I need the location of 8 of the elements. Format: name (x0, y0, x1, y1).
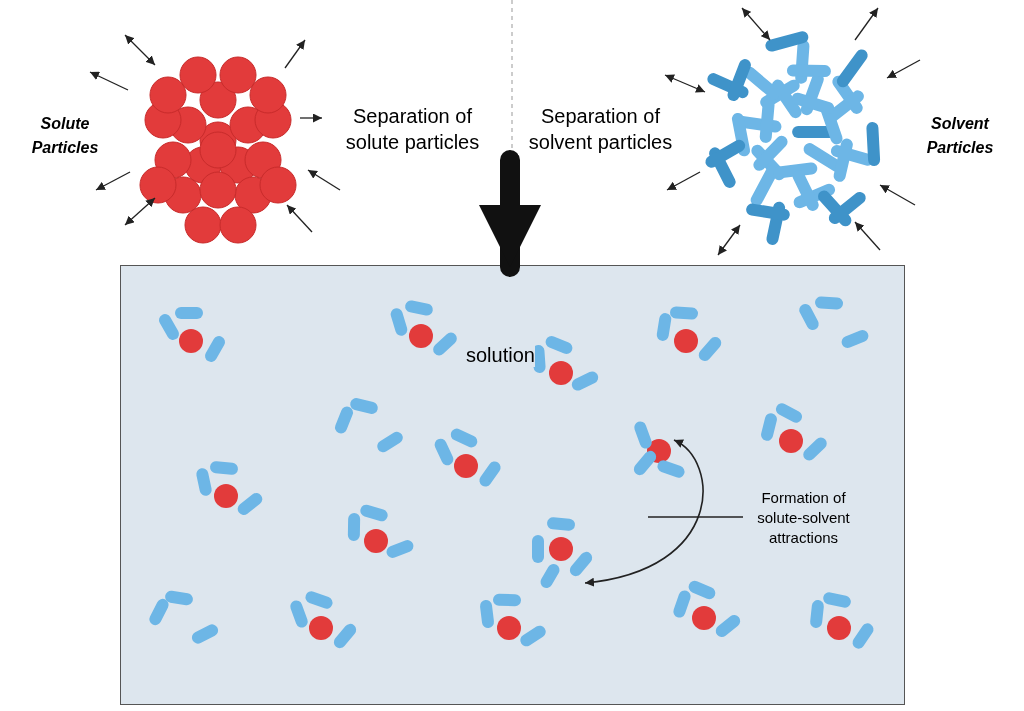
leader-line (647, 516, 744, 518)
curved-arrow (584, 439, 704, 586)
annotation-text: Formation of solute-solvent attractions (756, 488, 851, 548)
process-arrow (479, 150, 541, 277)
particle-caption: Solute Particles (30, 114, 100, 158)
solution-box (120, 265, 905, 705)
particle-caption: Solvent Particles (925, 114, 995, 158)
solution-label: solution (466, 344, 535, 367)
